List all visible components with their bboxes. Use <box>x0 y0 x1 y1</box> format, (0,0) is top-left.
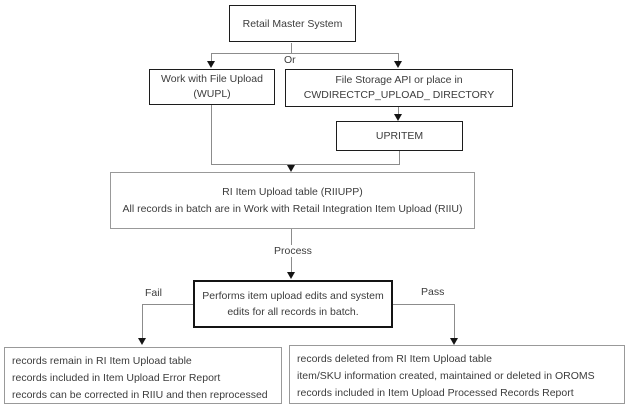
node-edits-line2: edits for all records in batch. <box>227 306 359 318</box>
node-retail-master-system: Retail Master System <box>229 5 356 42</box>
pass-result-line: records deleted from RI Item Upload tabl… <box>297 353 492 365</box>
arrowhead-into-file-storage <box>394 61 402 68</box>
pass-result-line: records included in Item Upload Processe… <box>297 387 574 399</box>
connector-wupl-down <box>211 105 212 165</box>
connector-merge <box>211 164 400 165</box>
node-item-upload-edits: Performs item upload edits and system ed… <box>193 280 393 328</box>
node-riiupp-line2: All records in batch are in Work with Re… <box>122 202 463 215</box>
node-retail-master-system-label: Retail Master System <box>242 17 343 30</box>
pass-result-line: item/SKU information created, maintained… <box>297 370 595 382</box>
connector-pass-horizontal <box>393 304 454 305</box>
node-file-storage-line1: File Storage API or place in <box>335 74 463 86</box>
node-upritem-label: UPRITEM <box>375 130 424 142</box>
label-or: Or <box>281 54 299 66</box>
label-fail: Fail <box>142 287 165 299</box>
fail-result-line: records remain in RI Item Upload table <box>12 355 192 367</box>
connector-split-to-file-storage <box>398 53 399 62</box>
node-ri-item-upload-table: RI Item Upload table (RIIUPP) All record… <box>110 172 475 229</box>
arrowhead-into-upritem <box>394 114 402 121</box>
arrowhead-into-riiupp <box>287 165 295 172</box>
node-edits-line1: Performs item upload edits and system <box>202 290 384 302</box>
connector-upritem-down <box>399 151 400 165</box>
connector-pass-vertical <box>454 304 455 338</box>
connector-or-split <box>211 53 399 54</box>
arrowhead-into-edits <box>287 272 295 279</box>
label-pass: Pass <box>418 286 448 298</box>
node-file-storage-api: File Storage API or place in CWDIRECTCP_… <box>285 69 513 107</box>
connector-fail-horizontal <box>142 304 193 305</box>
node-wupl-line2: (WUPL) <box>193 88 231 100</box>
label-process: Process <box>271 245 315 257</box>
node-wupl-line1: Work with File Upload <box>161 73 263 85</box>
connector-split-to-wupl <box>211 53 212 62</box>
arrowhead-into-pass-result <box>450 338 458 345</box>
fail-result-line: records included in Item Upload Error Re… <box>12 372 221 384</box>
arrowhead-into-wupl <box>207 61 215 68</box>
node-upritem: UPRITEM <box>336 121 463 151</box>
arrowhead-into-fail-result <box>138 338 146 345</box>
connector-file-storage-to-upritem <box>398 107 399 114</box>
node-riiupp-line1: RI Item Upload table (RIIUPP) <box>222 185 363 198</box>
fail-result-line: records can be corrected in RIIU and the… <box>12 389 268 401</box>
node-fail-results: records remain in RI Item Upload table r… <box>4 347 282 404</box>
node-file-storage-line2: CWDIRECTCP_UPLOAD_ DIRECTORY <box>303 89 495 101</box>
connector-retail-to-split <box>291 43 292 53</box>
connector-fail-vertical <box>142 304 143 338</box>
node-pass-results: records deleted from RI Item Upload tabl… <box>289 345 625 404</box>
node-work-with-file-upload: Work with File Upload (WUPL) <box>149 69 275 105</box>
